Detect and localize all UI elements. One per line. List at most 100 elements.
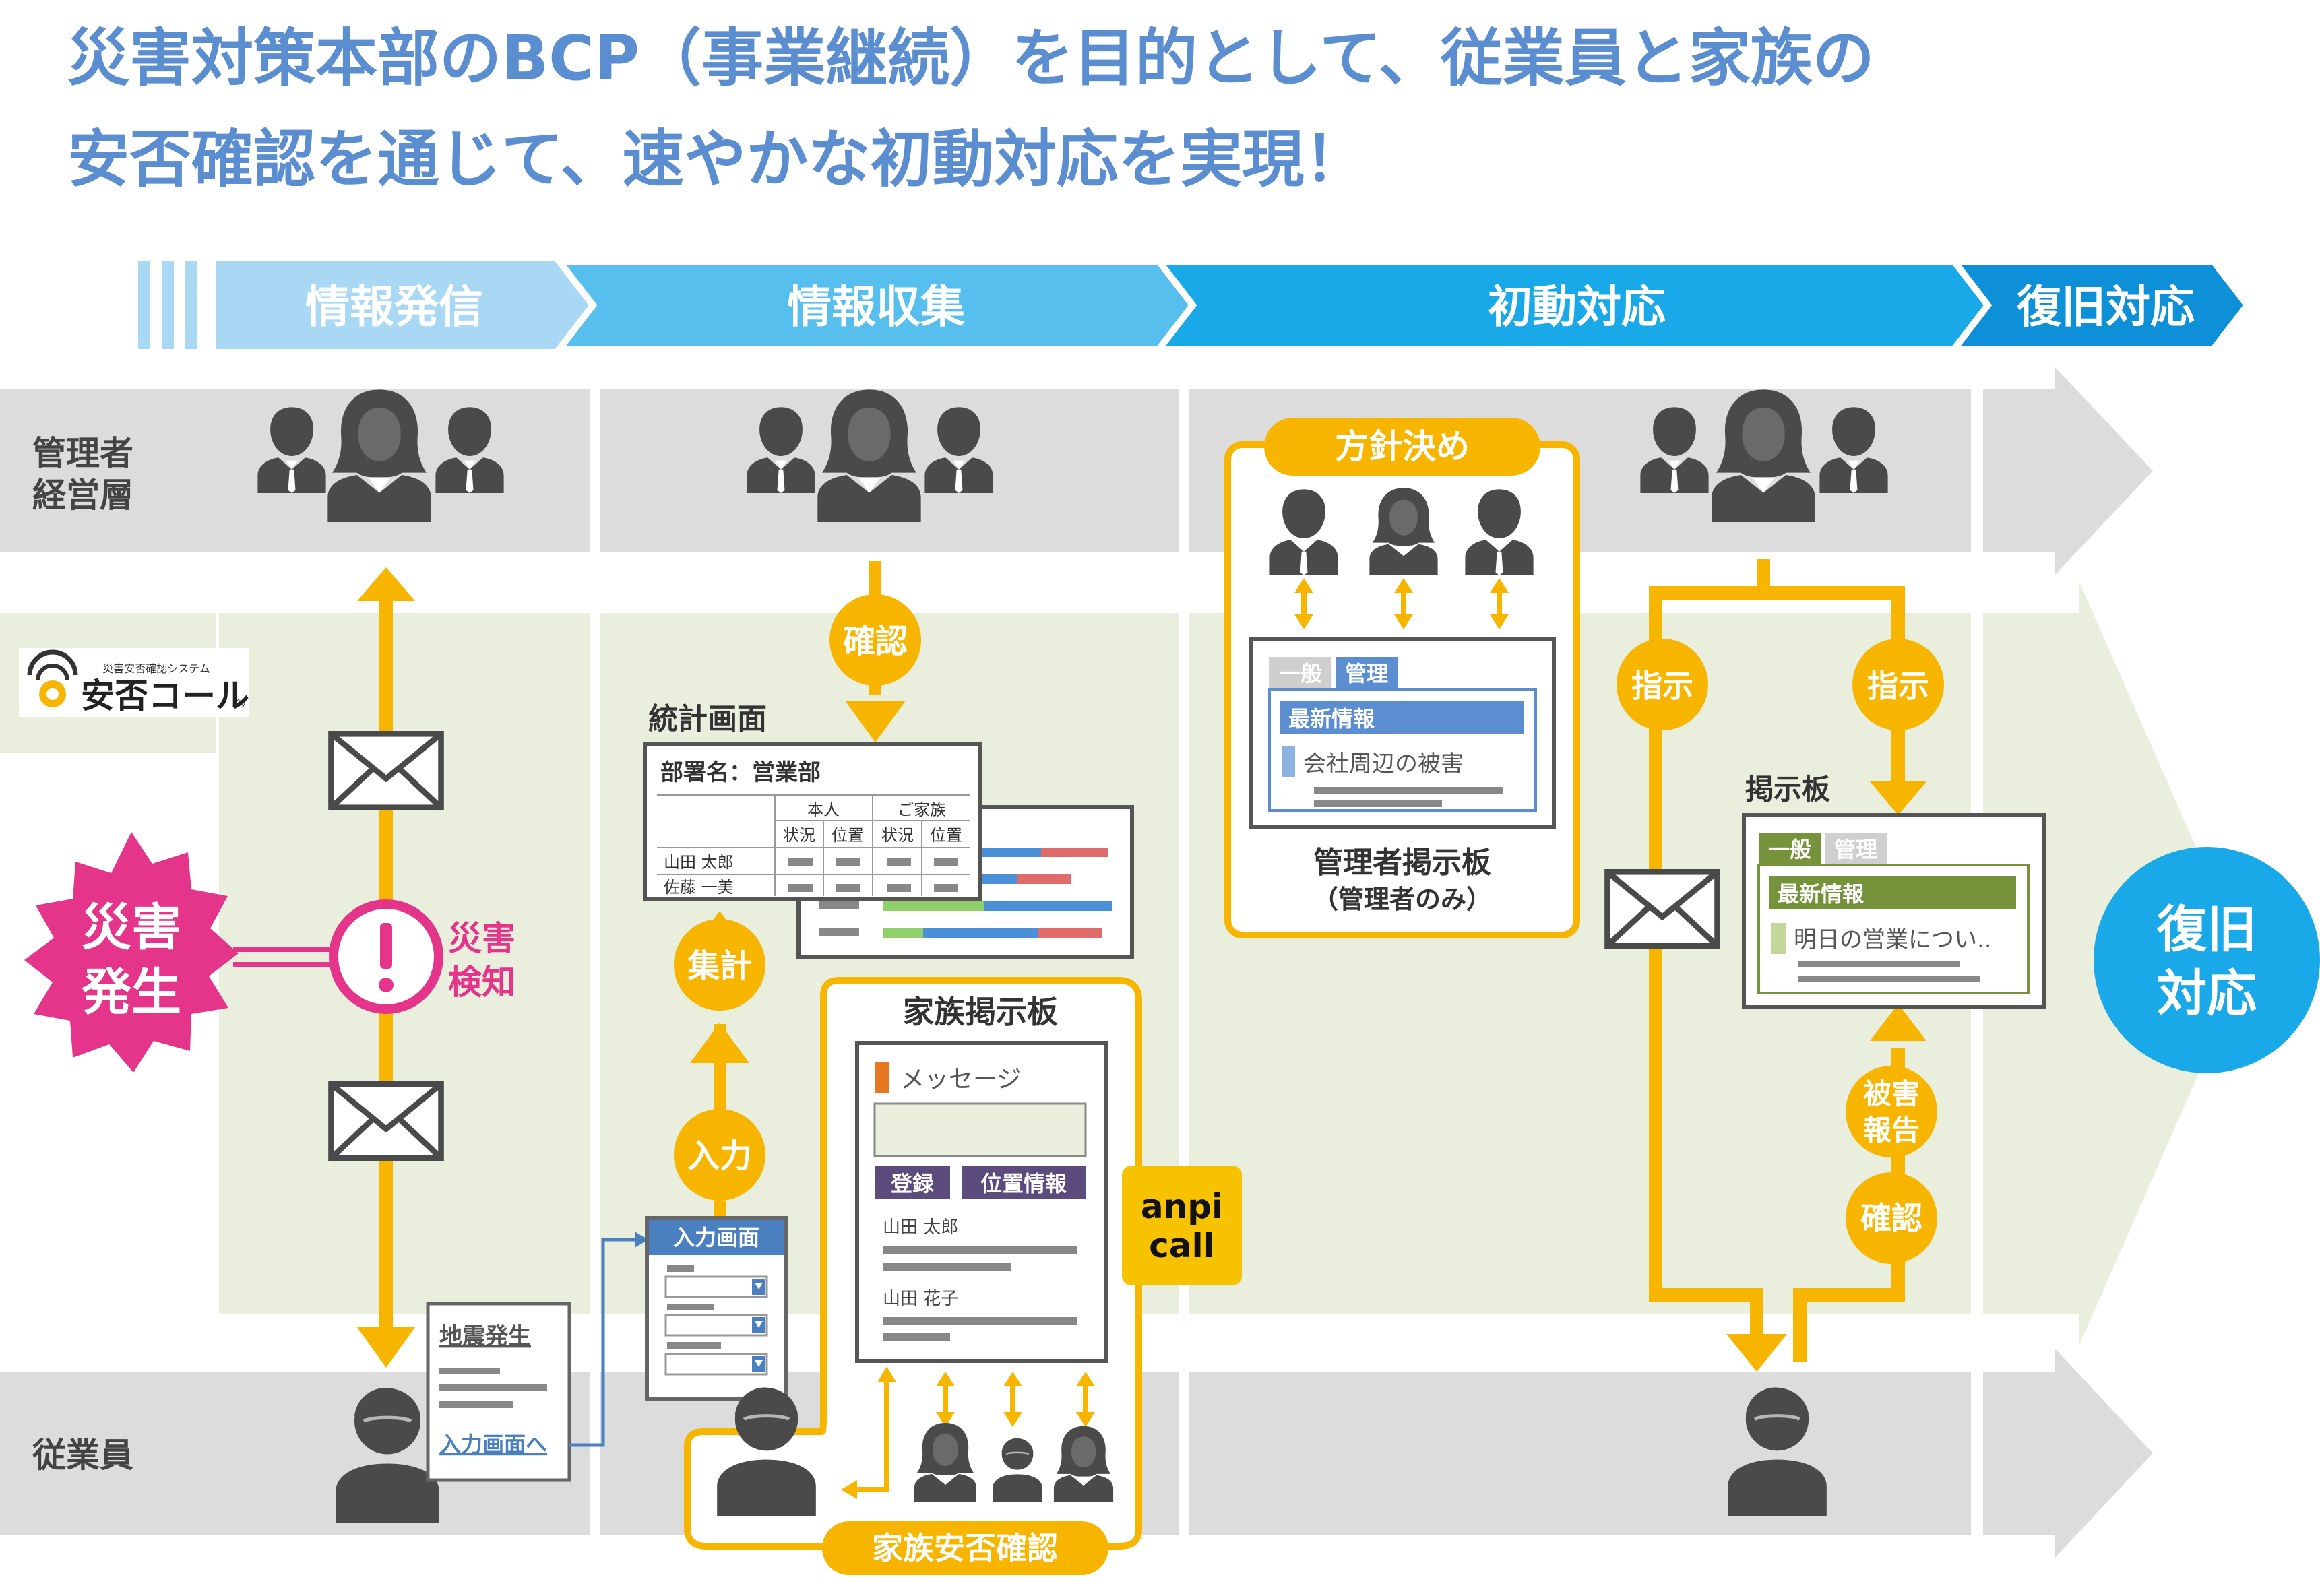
admin-board-subcaption: （管理者のみ） [1313,885,1492,914]
headline: 災害対策本部のBCP（事業継続）を目的として、従業員と家族の 安否確認を通じて、… [67,22,1875,195]
column-information-sending: 災害 発生 災害 検知 地震発生 入力画面へ [24,389,648,1523]
damage-report-badge [1846,1066,1937,1157]
input-screen-title: 入力画面 [673,1225,759,1250]
location-button[interactable] [962,1166,1086,1199]
phase-bar: 情報発信 情報収集 初動対応 復旧対応 [138,258,2252,352]
latest-info-label: 最新情報 [1288,706,1375,732]
family-board-screen [855,1041,1108,1363]
latest-info-label: 最新情報 [1778,881,1864,907]
confirm-label: 確認 [843,623,908,660]
confirm-badge [1846,1172,1937,1264]
column-location: 位置 [930,826,962,845]
tab-general[interactable] [1759,833,1821,865]
arrow-up-icon [357,567,415,601]
arrow-down-icon [1726,1334,1787,1372]
phase-4-label: 復旧対応 [2016,281,2195,333]
recovery-circle [2094,847,2320,1073]
phase-1-label: 情報発信 [305,281,483,333]
tab-admin-label: 管理 [1345,661,1388,687]
register-button-label: 登録 [890,1171,935,1196]
anpi-call-logo: 災害安否確認システム 安否コール ® [19,648,249,717]
stats-screen-title: 統計画面 [648,702,767,736]
tab-general-label: 一般 [1768,837,1811,862]
column-location: 位置 [832,826,864,845]
disaster-label-1: 災害 [82,899,181,957]
input-label: 入力 [687,1137,752,1175]
damage-report-label-2: 報告 [1863,1114,1920,1147]
detection-label-2: 検知 [448,963,515,1002]
input-screen-link[interactable]: 入力画面へ [439,1432,547,1457]
bulletin-board-title: 掲示板 [1745,773,1830,806]
dropdown-field[interactable] [664,1353,768,1376]
bulletin-board-item[interactable]: 明日の営業につい.. [1794,926,1992,953]
instruct-badge [1852,639,1944,730]
input-badge [674,1109,765,1201]
phase-3-label: 初動対応 [1488,281,1666,333]
family-board-title: 家族掲示板 [903,994,1058,1030]
table-row-name: 山田 太郎 [664,853,734,872]
tab-general[interactable] [1269,657,1331,689]
lane-label-employee: 従業員 [32,1436,133,1475]
admin-board-item[interactable]: 会社周辺の被害 [1303,751,1464,777]
lane-label-management: 管理者 [32,434,133,473]
column-status: 状況 [881,826,914,845]
app-logo-line2: call [1149,1226,1215,1265]
location-button-label: 位置情報 [980,1171,1067,1196]
instruct-label: 指示 [1867,668,1929,704]
mail-icon [331,1084,441,1157]
table-row-name: 佐藤 一美 [664,878,734,897]
link-connector [569,1238,640,1447]
dropdown-field[interactable] [664,1314,768,1337]
damage-report-label-1: 被害 [1863,1077,1920,1110]
tab-admin[interactable] [1336,657,1398,689]
column-recovery: 復旧 対応 [2094,847,2320,1073]
column-self: 本人 [807,800,840,819]
chevron-down-icon [755,1283,763,1289]
instruct-badge [1617,639,1708,730]
confirm-label: 確認 [1860,1200,1922,1236]
message-input[interactable] [873,1102,1087,1157]
recovery-label-2: 対応 [2157,965,2257,1023]
dropdown-field[interactable] [664,1275,768,1298]
aggregate-badge [674,919,765,1011]
admin-board-caption: 管理者掲示板 [1313,845,1491,880]
policy-title-pill [1264,418,1540,476]
arrow-up-icon [690,1023,749,1063]
tab-admin[interactable] [1825,833,1887,865]
family-entry-name: 山田 花子 [883,1289,958,1309]
mail-icon [331,734,441,807]
instruct-label: 指示 [1631,668,1693,704]
phase-4-arrow [1947,258,2252,352]
column-information-collection: 確認 統計画面 部署名：営業部 本人 ご家族 状況 位置 状況 位置 山田 太郎… [643,389,1242,1575]
phase-2-label: 情報収集 [787,281,965,333]
chevron-down-icon [755,1360,763,1367]
phone-title: 地震発生 [439,1323,531,1350]
arrow-down-icon [357,1327,415,1368]
app-logo-line1: anpi [1141,1187,1223,1226]
lane-label-executives: 経営層 [32,476,133,515]
mail-icon [1607,872,1717,945]
aggregate-label: 集計 [687,947,752,985]
signal-icon [27,649,78,676]
phone-notification [426,1302,571,1482]
tab-admin-label: 管理 [1834,837,1877,862]
confirm-badge [829,594,921,686]
disaster-burst-icon [24,832,239,1073]
register-button[interactable] [875,1166,950,1199]
column-initial-response: 方針決め 一般 管理 最新情報 会社周辺の被害 管理者掲示板 （管理者のみ） [1224,389,2046,1516]
headline-line1: 災害対策本部のBCP（事業継続）を目的として、従業員と家族の [67,22,1875,94]
column-status: 状況 [783,826,815,845]
logo-subtitle: 災害安否確認システム [102,662,210,675]
arrow-down-icon [845,701,906,742]
chevron-down-icon [755,1321,763,1328]
headline-line2: 安否確認を通じて、速やかな初動対応を実現！ [67,123,1366,195]
tab-general-label: 一般 [1279,661,1322,687]
family-confirm-pill [822,1521,1108,1575]
logo-registered-mark: ® [234,697,247,711]
disaster-label-2: 発生 [82,963,181,1021]
family-entry-name: 山田 太郎 [883,1217,958,1238]
recovery-label-1: 復旧 [2156,901,2257,959]
logo-name: 安否コール [81,676,249,715]
anpi-call-app-icon [1122,1166,1242,1285]
